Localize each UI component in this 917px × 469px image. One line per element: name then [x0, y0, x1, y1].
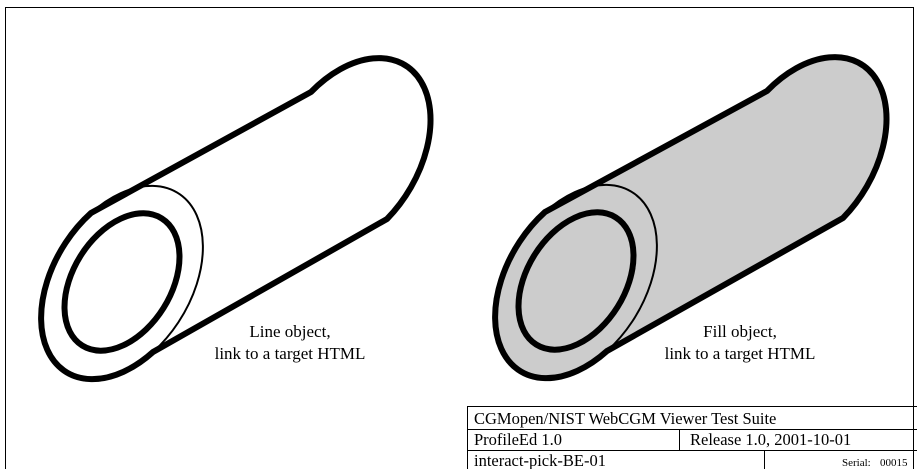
fill-object-end-edge — [544, 183, 658, 352]
line-object-end-cap — [61, 210, 183, 354]
fill-object-label-2: link to a target HTML — [665, 344, 816, 363]
title-block-suite: CGMopen/NIST WebCGM Viewer Test Suite — [474, 409, 776, 428]
title-block-serial-value: 00015 — [880, 457, 908, 469]
title-block: CGMopen/NIST WebCGM Viewer Test Suite Pr… — [467, 406, 917, 469]
fill-object-end-cap — [515, 209, 637, 353]
fill-object-label-1: Fill object, — [703, 322, 777, 341]
title-block-release: Release 1.0, 2001-10-01 — [690, 430, 851, 449]
page-border — [5, 7, 914, 469]
line-object-label-1: Line object, — [249, 322, 330, 341]
line-object-label-2: link to a target HTML — [215, 344, 366, 363]
fill-object[interactable] — [492, 54, 890, 382]
title-block-test-name: interact-pick-BE-01 — [474, 451, 606, 469]
line-object-end-edge — [90, 184, 204, 353]
line-object[interactable] — [38, 55, 434, 383]
title-block-serial-label: Serial: — [842, 457, 871, 469]
title-block-profile: ProfileEd 1.0 — [474, 430, 562, 449]
